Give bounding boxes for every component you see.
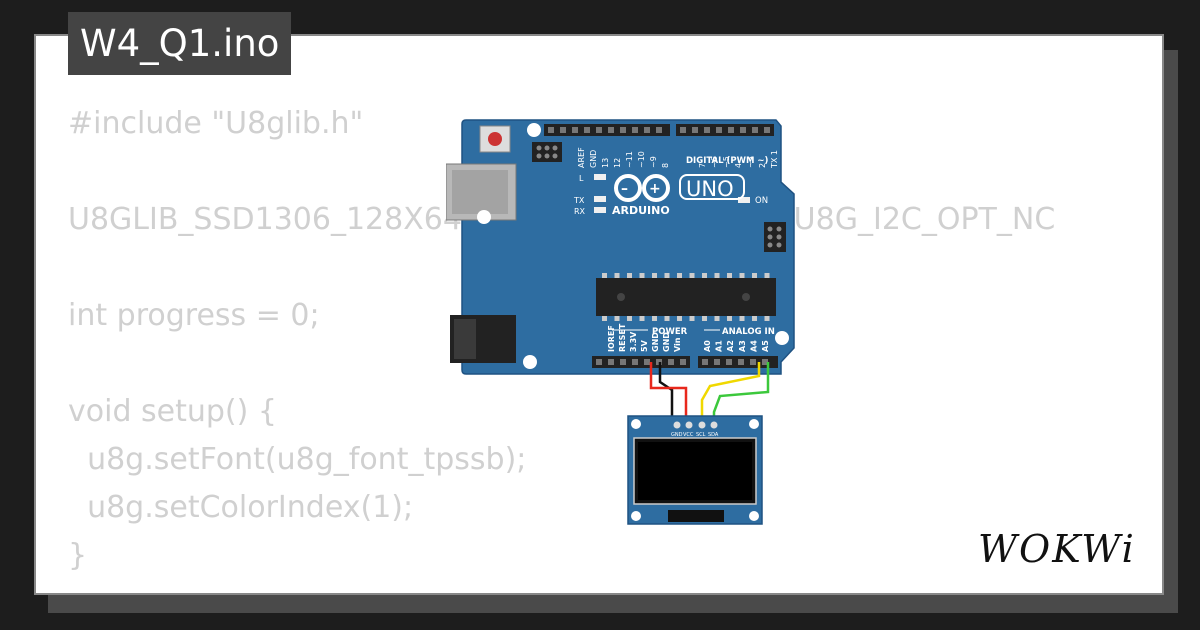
- mounting-hole: [523, 355, 537, 369]
- pin-label: GND: [651, 332, 660, 352]
- board-name: UNO: [686, 177, 734, 201]
- pin-label: 12: [613, 158, 622, 168]
- code-line: #include "U8glib.h": [68, 106, 364, 141]
- pin-label: 2: [758, 163, 767, 168]
- pin-label: RX 0: [782, 149, 791, 168]
- code-line: int progress = 0;: [68, 298, 320, 333]
- pin-label: ~5: [722, 156, 731, 168]
- reset-button[interactable]: [479, 125, 511, 153]
- pin-label: A4: [749, 340, 758, 352]
- code-preview: #include "U8glib.h" U8GLIB_SSD1306_128X6…: [68, 100, 1055, 580]
- oled-pin-label: SCL: [696, 432, 706, 438]
- pin-label: 7: [698, 163, 707, 168]
- pin-label: GND: [662, 332, 671, 352]
- led-label-rx: RX: [574, 207, 586, 216]
- led-label-tx: TX: [573, 196, 585, 205]
- icsp-header: [532, 142, 562, 162]
- pin-label: Vin: [673, 337, 682, 352]
- code-line: u8g.setColorIndex(1);: [68, 490, 414, 525]
- oled-pin-label: VCC: [683, 432, 694, 438]
- wokwi-logo: WOKWi: [978, 527, 1136, 571]
- pin-label: GND: [589, 150, 598, 168]
- pin-label: 3.3V: [629, 331, 638, 352]
- oled-pin-header: [673, 421, 718, 429]
- wire-scl: [700, 362, 761, 430]
- pin-label: 4: [734, 163, 743, 168]
- analog-label: ANALOG IN: [722, 327, 775, 337]
- power-header: [592, 356, 778, 368]
- pin-label: ~10: [637, 151, 646, 168]
- pin-label: AREF: [577, 147, 586, 168]
- atmega-chip: [596, 273, 776, 321]
- arduino-logo: [614, 174, 670, 202]
- svg-text:+: +: [649, 181, 661, 197]
- pin-label: ~9: [649, 156, 658, 168]
- pin-label: A2: [726, 340, 735, 352]
- pin-label: 13: [601, 158, 610, 168]
- pin-label: ~11: [625, 151, 634, 168]
- oled-pin-label: GND: [671, 432, 683, 438]
- pin-label: TX 1: [770, 150, 779, 169]
- mounting-hole: [527, 123, 541, 137]
- svg-text:–: –: [621, 181, 628, 197]
- oled-screen: [638, 442, 752, 500]
- pin-label: ~6: [710, 156, 719, 168]
- icsp-header-right: [764, 222, 786, 252]
- pin-label: ~3: [746, 156, 755, 168]
- mounting-hole: [477, 210, 491, 224]
- code-line: u8g.setFont(u8g_font_tpssb);: [68, 442, 527, 477]
- pin-label: 8: [661, 163, 670, 168]
- led-label-l: L: [579, 174, 584, 183]
- mounting-hole: [775, 331, 789, 345]
- sketch-title: W4_Q1.ino: [68, 12, 292, 75]
- oled-pin-label: SDA: [708, 432, 719, 438]
- pin-label: 5V: [640, 339, 649, 352]
- power-label: POWER: [652, 327, 688, 337]
- pin-label: A0: [703, 340, 712, 352]
- brand-arduino: ARDUINO: [612, 204, 670, 217]
- pin-label: A3: [738, 340, 747, 352]
- digital-header: [544, 124, 774, 136]
- on-label: ON: [755, 196, 768, 206]
- pin-label: RESET: [618, 323, 627, 352]
- pin-label: IOREF: [607, 325, 616, 352]
- pin-label: A5: [761, 340, 770, 352]
- status-leds: [594, 174, 750, 213]
- code-line: void setup() {: [68, 394, 277, 429]
- code-line: }: [68, 538, 88, 573]
- pin-label: A1: [715, 340, 724, 352]
- digital-label: DIGITAL (PWM ~): [686, 156, 768, 166]
